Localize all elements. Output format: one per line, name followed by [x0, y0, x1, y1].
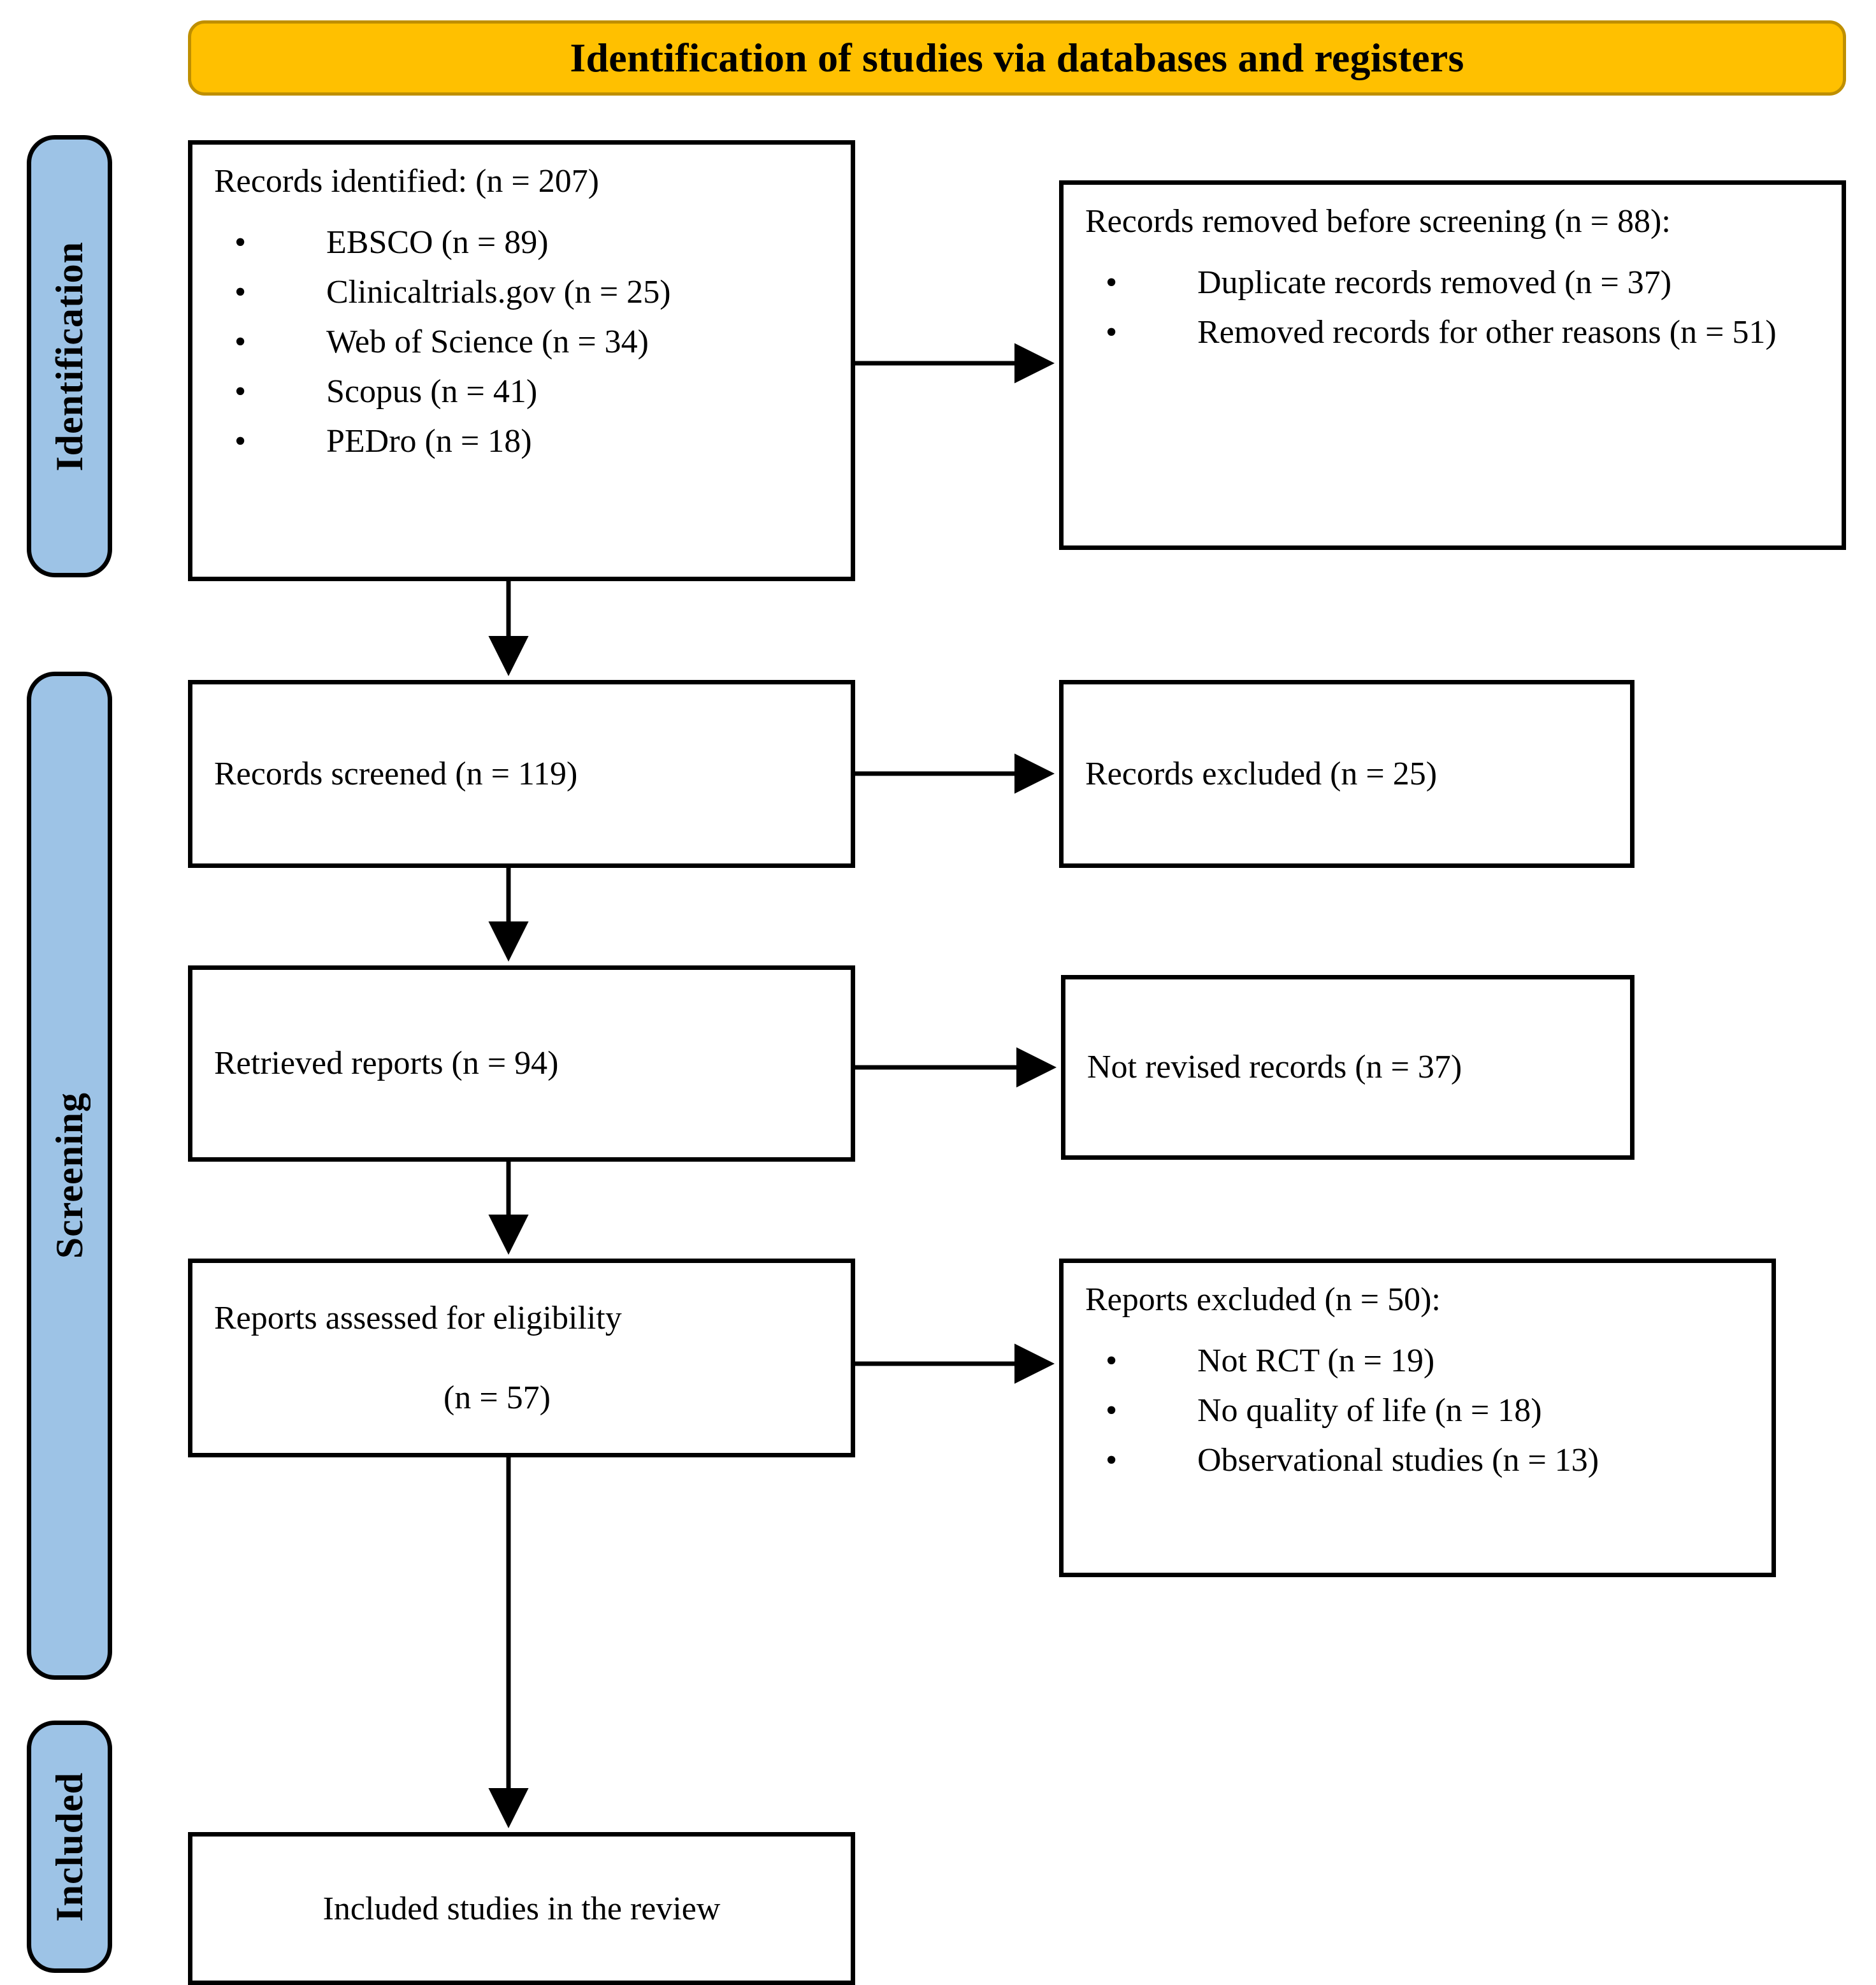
- list-item: • PEDro (n = 18): [214, 417, 829, 466]
- bullet-icon: •: [1106, 314, 1118, 351]
- bullet-icon: •: [234, 423, 247, 460]
- box-reports-assessed: Reports assessed for eligibility (n = 57…: [188, 1259, 855, 1457]
- reason-list: • Not RCT (n = 19) • No quality of life (n…: [1085, 1336, 1750, 1485]
- bullet-icon: •: [1106, 1392, 1118, 1429]
- phase-label-identification: Identification: [27, 135, 112, 577]
- bullet-icon: •: [234, 274, 247, 311]
- list-item: • Clinicaltrials.gov (n = 25): [214, 268, 829, 317]
- list-item: • EBSCO (n = 89): [214, 218, 829, 268]
- box-label: Records screened (n = 119): [214, 755, 578, 792]
- box-heading: Records identified: (n = 207): [214, 163, 600, 199]
- list-item-label: Observational studies (n = 13): [1197, 1442, 1599, 1479]
- bullet-icon: •: [234, 224, 247, 261]
- list-item-label: Removed records for other reasons (n = 5…: [1197, 314, 1777, 351]
- list-item: • No quality of life (n = 18): [1085, 1386, 1750, 1436]
- list-item: • Scopus (n = 41): [214, 367, 829, 417]
- diagram-title-banner: Identification of studies via databases …: [188, 20, 1846, 96]
- box-label: Included studies in the review: [322, 1891, 721, 1927]
- list-item-label: Web of Science (n = 34): [326, 324, 649, 361]
- bullet-icon: •: [1106, 1343, 1118, 1380]
- list-item: • Observational studies (n = 13): [1085, 1436, 1750, 1485]
- box-heading: Reports excluded (n = 50):: [1085, 1281, 1441, 1318]
- box-records-excluded: Records excluded (n = 25): [1059, 680, 1634, 868]
- bullet-icon: •: [234, 373, 247, 410]
- list-item: • Removed records for other reasons (n = …: [1085, 308, 1820, 357]
- box-reports-excluded: Reports excluded (n = 50): • Not RCT (n =…: [1059, 1259, 1776, 1577]
- list-item: • Not RCT (n = 19): [1085, 1336, 1750, 1386]
- list-item-label: PEDro (n = 18): [326, 423, 532, 460]
- phase-label-text: Screening: [48, 1092, 90, 1259]
- source-list: • EBSCO (n = 89) • Clinicaltrials.gov (n =…: [214, 218, 829, 466]
- phase-label-included: Included: [27, 1721, 112, 1973]
- list-item-label: EBSCO (n = 89): [326, 224, 549, 261]
- bullet-icon: •: [1106, 1442, 1118, 1479]
- list-item-label: Scopus (n = 41): [326, 373, 538, 410]
- box-label: Retrieved reports (n = 94): [214, 1045, 559, 1082]
- box-label: Not revised records (n = 37): [1087, 1049, 1462, 1086]
- list-item: • Web of Science (n = 34): [214, 317, 829, 367]
- box-included-studies: Included studies in the review: [188, 1832, 855, 1985]
- box-label: Reports assessed for eligibility: [214, 1299, 622, 1336]
- bullet-icon: •: [234, 324, 247, 361]
- list-item: • Duplicate records removed (n = 37): [1085, 258, 1820, 308]
- list-item-label: Clinicaltrials.gov (n = 25): [326, 274, 671, 311]
- box-records-identified: Records identified: (n = 207) • EBSCO (n …: [188, 140, 855, 581]
- list-item-label: No quality of life (n = 18): [1197, 1392, 1542, 1429]
- box-heading: Records removed before screening (n = 88…: [1085, 203, 1671, 240]
- list-item-label: Duplicate records removed (n = 37): [1197, 264, 1672, 301]
- box-records-removed: Records removed before screening (n = 88…: [1059, 180, 1846, 550]
- phase-label-screening: Screening: [27, 672, 112, 1680]
- box-not-revised-records: Not revised records (n = 37): [1061, 975, 1634, 1160]
- page-title: Identification of studies via databases …: [570, 35, 1464, 80]
- phase-label-text: Identification: [48, 241, 90, 472]
- list-item-label: Not RCT (n = 19): [1197, 1343, 1435, 1380]
- reason-list: • Duplicate records removed (n = 37) • Rem…: [1085, 258, 1820, 357]
- box-retrieved-reports: Retrieved reports (n = 94): [188, 965, 855, 1162]
- bullet-icon: •: [1106, 264, 1118, 301]
- box-label-count: (n = 57): [444, 1380, 551, 1416]
- phase-label-text: Included: [48, 1772, 90, 1922]
- box-records-screened: Records screened (n = 119): [188, 680, 855, 868]
- box-label: Records excluded (n = 25): [1085, 755, 1438, 792]
